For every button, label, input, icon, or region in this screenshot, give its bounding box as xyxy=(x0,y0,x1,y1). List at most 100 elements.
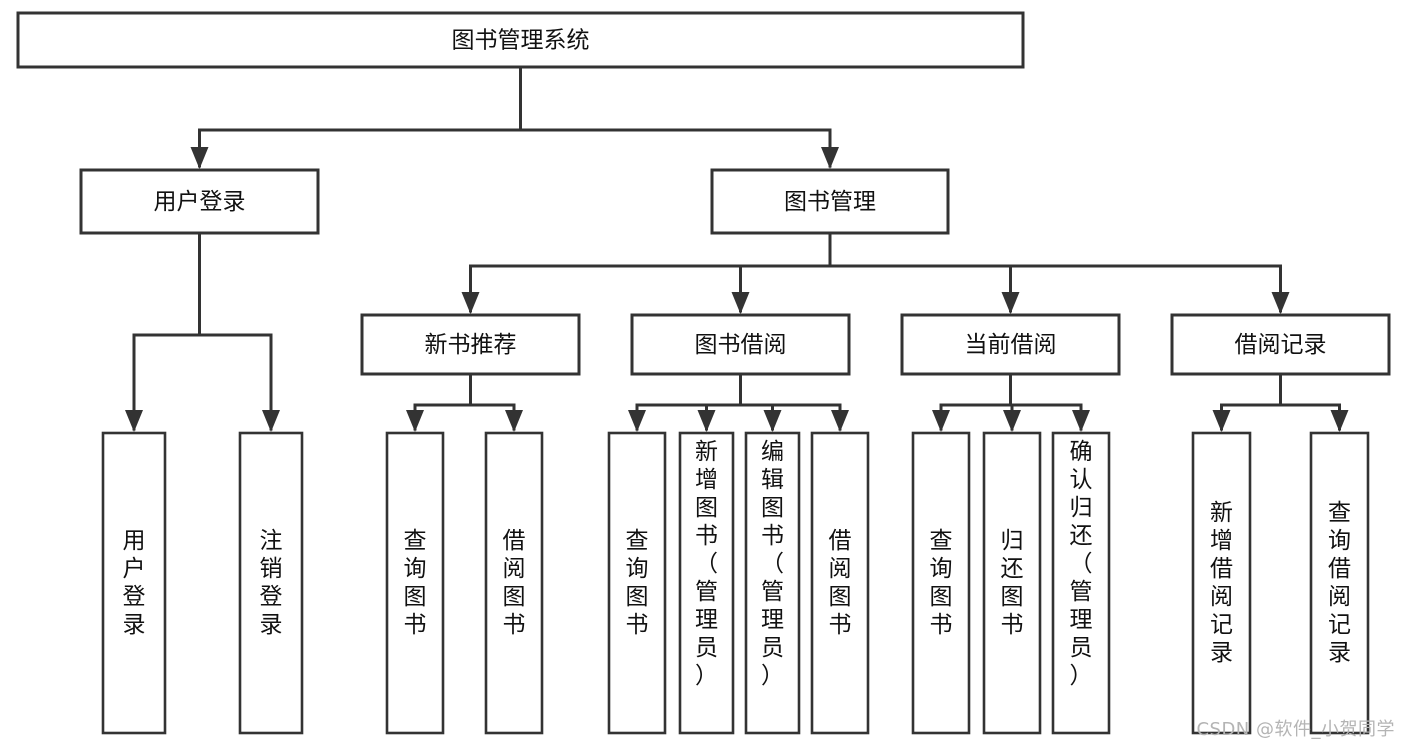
node-label-book-borrow: 图书借阅 xyxy=(695,332,787,358)
node-label-leaf-query-borrow-record-char-3: 阅 xyxy=(1328,584,1351,610)
node-label-leaf-return-book-char-2: 图 xyxy=(1001,584,1024,610)
node-label-leaf-confirm-return-admin-char-2: 归 xyxy=(1070,495,1093,521)
node-label-leaf-edit-book-admin-char-0: 编 xyxy=(761,439,784,465)
node-book-borrow[interactable]: 图书借阅 xyxy=(630,313,851,376)
node-label-leaf-return-book-char-3: 书 xyxy=(1001,612,1024,638)
node-label-book-management: 图书管理 xyxy=(784,189,876,215)
node-box-leaf-add-book-admin xyxy=(678,431,735,735)
node-new-book-recommend[interactable]: 新书推荐 xyxy=(360,313,581,376)
node-label-leaf-return-book-char-1: 还 xyxy=(1001,556,1024,582)
node-box-user-login xyxy=(79,168,320,235)
node-label-leaf-query-book-3-char-0: 查 xyxy=(930,528,953,554)
node-box-leaf-query-book-2 xyxy=(607,431,667,735)
node-label-leaf-add-borrow-record-char-5: 录 xyxy=(1210,640,1233,666)
node-label-leaf-add-borrow-record-char-1: 增 xyxy=(1210,528,1233,554)
node-box-leaf-confirm-return-admin xyxy=(1051,431,1111,735)
node-label-leaf-confirm-return-admin-char-0: 确 xyxy=(1070,439,1093,465)
node-label-leaf-add-book-admin-char-1: 增 xyxy=(695,467,718,493)
node-label-leaf-add-book-admin-char-4: （ xyxy=(695,551,718,577)
node-book-management[interactable]: 图书管理 xyxy=(710,168,950,235)
node-box-leaf-return-book xyxy=(982,431,1042,735)
node-label-leaf-query-book-1-char-1: 询 xyxy=(404,556,427,582)
node-user-login[interactable]: 用户登录 xyxy=(79,168,320,235)
node-box-leaf-query-book-1 xyxy=(385,431,445,735)
node-label-leaf-add-borrow-record-char-2: 借 xyxy=(1210,556,1233,582)
node-box-leaf-add-borrow-record xyxy=(1191,431,1252,735)
node-leaf-user-login[interactable]: 用户登录 xyxy=(101,431,167,735)
node-label-new-book-recommend: 新书推荐 xyxy=(425,332,517,358)
node-box-current-borrow xyxy=(900,313,1121,376)
node-label-current-borrow: 当前借阅 xyxy=(965,332,1057,358)
node-label-leaf-query-book-2-char-2: 图 xyxy=(626,584,649,610)
node-label-borrow-record: 借阅记录 xyxy=(1235,332,1327,358)
node-label-leaf-query-book-1-char-3: 书 xyxy=(404,612,427,638)
node-label-leaf-user-login-char-1: 户 xyxy=(123,556,146,582)
node-label-leaf-edit-book-admin-char-4: （ xyxy=(761,551,784,577)
node-label-leaf-logout-char-0: 注 xyxy=(260,528,283,554)
node-label-leaf-edit-book-admin-char-6: 理 xyxy=(761,607,784,633)
node-label-leaf-query-borrow-record-char-1: 询 xyxy=(1328,528,1351,554)
node-label-leaf-query-book-2-char-3: 书 xyxy=(626,612,649,638)
node-label-leaf-add-book-admin-char-2: 图 xyxy=(695,495,718,521)
node-label-leaf-user-login-char-3: 录 xyxy=(123,612,146,638)
node-label-leaf-borrow-book-1-char-0: 借 xyxy=(503,528,526,554)
node-label-leaf-query-borrow-record-char-5: 录 xyxy=(1328,640,1351,666)
node-label-leaf-confirm-return-admin-char-6: 理 xyxy=(1070,607,1093,633)
node-label-leaf-user-login-char-0: 用 xyxy=(123,528,146,554)
node-label-leaf-confirm-return-admin-char-5: 管 xyxy=(1070,579,1093,605)
node-label-leaf-query-book-2-char-1: 询 xyxy=(626,556,649,582)
node-box-leaf-borrow-book-1 xyxy=(484,431,544,735)
node-label-leaf-confirm-return-admin-char-7: 员 xyxy=(1070,635,1093,661)
node-label-leaf-query-book-1-char-0: 查 xyxy=(404,528,427,554)
node-box-leaf-edit-book-admin xyxy=(744,431,801,735)
node-label-leaf-query-book-3-char-3: 书 xyxy=(930,612,953,638)
node-label-leaf-user-login-char-2: 登 xyxy=(123,584,146,610)
node-label-leaf-borrow-book-1-char-1: 阅 xyxy=(503,556,526,582)
node-label-leaf-query-borrow-record-char-2: 借 xyxy=(1328,556,1351,582)
node-label-leaf-logout-char-1: 销 xyxy=(260,556,283,582)
node-box-leaf-query-borrow-record xyxy=(1309,431,1370,735)
node-label-leaf-confirm-return-admin-char-4: （ xyxy=(1070,551,1093,577)
node-label-leaf-add-book-admin-char-5: 管 xyxy=(695,579,718,605)
node-root[interactable]: 图书管理系统 xyxy=(16,11,1025,69)
node-label-leaf-borrow-book-1-char-3: 书 xyxy=(503,612,526,638)
node-label-leaf-add-book-admin-char-7: 员 xyxy=(695,635,718,661)
node-label-leaf-confirm-return-admin-char-1: 认 xyxy=(1070,467,1093,493)
node-label-leaf-confirm-return-admin-char-8: ） xyxy=(1070,663,1093,689)
node-box-leaf-query-book-3 xyxy=(911,431,971,735)
node-label-leaf-add-book-admin-char-3: 书 xyxy=(695,523,718,549)
node-box-borrow-record xyxy=(1170,313,1391,376)
node-box-leaf-logout xyxy=(238,431,304,735)
node-box-root xyxy=(16,11,1025,69)
node-label-leaf-edit-book-admin-char-8: ） xyxy=(761,663,784,689)
node-current-borrow[interactable]: 当前借阅 xyxy=(900,313,1121,376)
node-label-leaf-logout-char-3: 录 xyxy=(260,612,283,638)
node-label-root: 图书管理系统 xyxy=(452,28,590,54)
node-label-leaf-query-book-3-char-2: 图 xyxy=(930,584,953,610)
node-box-new-book-recommend xyxy=(360,313,581,376)
node-label-leaf-add-book-admin-char-6: 理 xyxy=(695,607,718,633)
node-label-leaf-edit-book-admin-char-2: 图 xyxy=(761,495,784,521)
edges-layer xyxy=(125,65,1349,432)
node-label-leaf-add-book-admin-char-0: 新 xyxy=(695,439,718,465)
node-box-leaf-borrow-book-2 xyxy=(810,431,870,735)
node-borrow-record[interactable]: 借阅记录 xyxy=(1170,313,1391,376)
node-label-leaf-query-borrow-record-char-4: 记 xyxy=(1328,612,1351,638)
node-label-leaf-edit-book-admin-char-5: 管 xyxy=(761,579,784,605)
node-label-leaf-query-borrow-record-char-0: 查 xyxy=(1328,500,1351,526)
node-label-leaf-edit-book-admin-char-3: 书 xyxy=(761,523,784,549)
node-box-book-borrow xyxy=(630,313,851,376)
